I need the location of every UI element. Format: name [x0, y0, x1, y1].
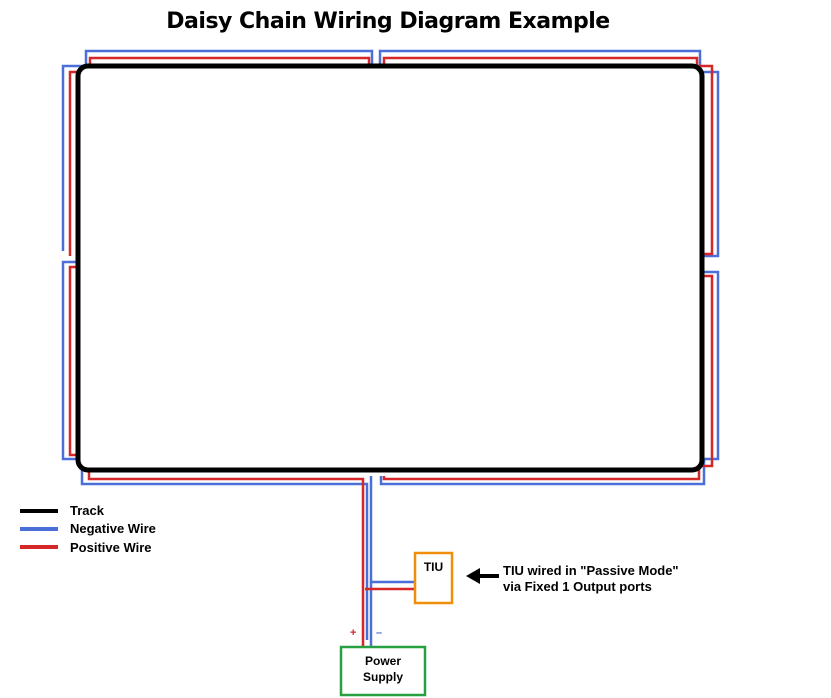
negative-sign: – — [376, 627, 383, 639]
pointer-arrow-icon — [466, 568, 499, 584]
power-supply-label: Power Supply — [341, 653, 425, 685]
tiu-note-line2: via Fixed 1 Output ports — [503, 579, 652, 594]
negative-wire-tiu — [369, 476, 415, 584]
power-supply-box — [339, 645, 427, 697]
page-title: Daisy Chain Wiring Diagram Example — [166, 9, 610, 34]
legend-label-negative: Negative Wire — [70, 521, 156, 536]
legend-label-positive: Positive Wire — [70, 540, 152, 555]
power-supply-label-line1: Power — [364, 654, 401, 668]
power-supply-label-line2: Supply — [362, 670, 403, 684]
tiu-label: TIU — [423, 560, 444, 574]
tiu-note: TIU wired in "Passive Mode" via Fixed 1 … — [503, 563, 679, 595]
negative-wire-top-left — [61, 49, 374, 251]
tiu-note-line1: TIU wired in "Passive Mode" — [503, 563, 679, 578]
track-loop — [75, 63, 705, 473]
legend-label-track: Track — [70, 503, 104, 518]
positive-sign: + — [350, 627, 357, 639]
tiu-box — [413, 551, 454, 605]
